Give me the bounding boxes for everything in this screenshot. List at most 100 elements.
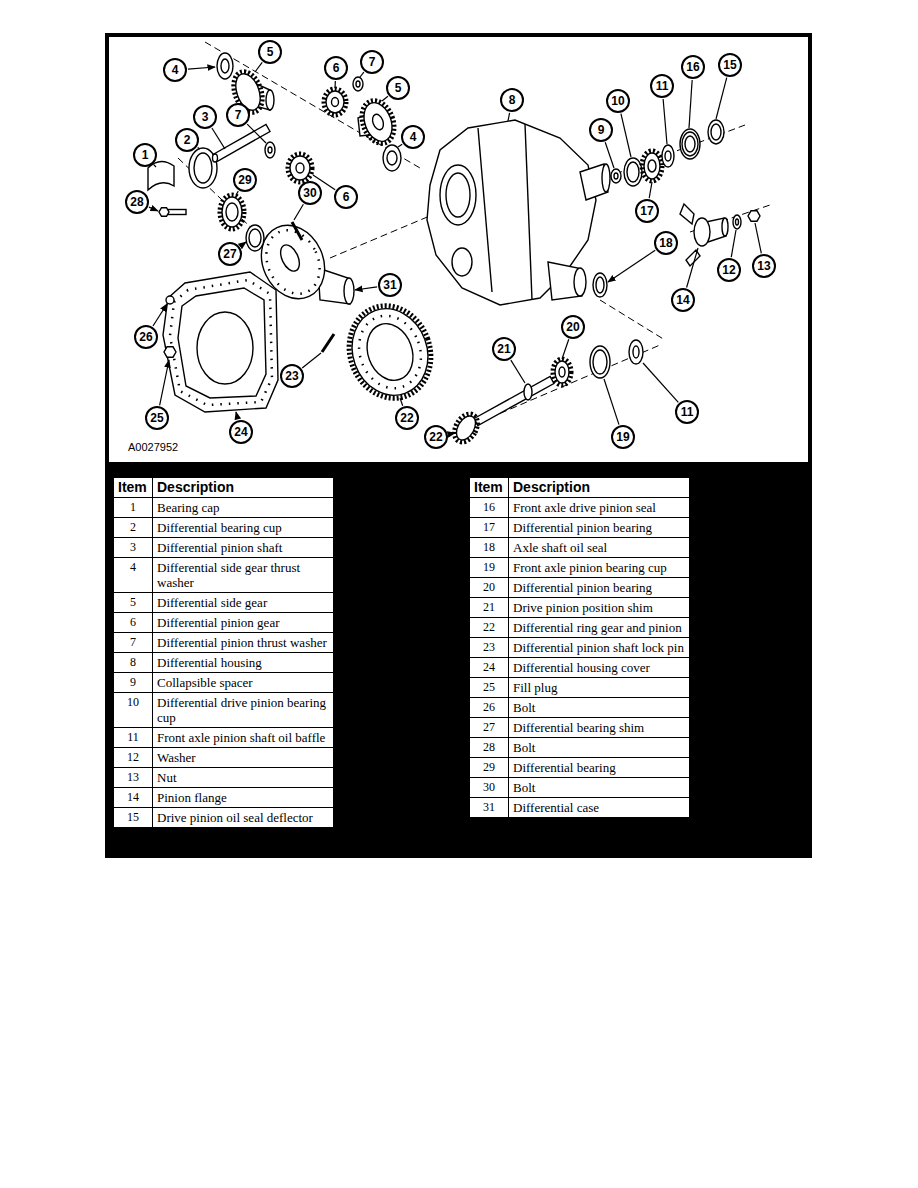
oil-baffle	[629, 340, 643, 364]
table-cell: Axle shaft oil seal	[509, 538, 690, 558]
axle-tube-end	[574, 268, 586, 296]
pinion-flange	[680, 204, 760, 266]
parts-table-grid: ItemDescription16Front axle drive pinion…	[469, 477, 690, 818]
callout-circle: 2	[175, 128, 199, 152]
case-window	[277, 242, 303, 274]
leader-line	[687, 248, 698, 288]
table-cell: 7	[114, 633, 153, 653]
housing-body	[427, 120, 596, 305]
table-row: ItemDescription	[470, 478, 690, 498]
ring-gear-body	[340, 298, 440, 406]
table-cell: 29	[470, 758, 509, 778]
table-cell: Differential housing	[153, 653, 334, 673]
pinion-bearing	[644, 153, 660, 179]
oil-baffle	[633, 346, 639, 358]
table-cell: 13	[114, 768, 153, 788]
table-cell: 4	[114, 558, 153, 593]
nut	[748, 211, 760, 221]
pinion-bearing	[559, 367, 565, 377]
case-bolt	[292, 222, 302, 240]
pinion-thrust-washer	[265, 142, 275, 158]
callout-number: 26	[139, 331, 152, 343]
ring-gear-teeth	[336, 294, 443, 410]
callout-circle: 29	[233, 168, 257, 192]
callout-number: 13	[757, 260, 770, 272]
table-cell: Bolt	[509, 738, 690, 758]
bearing-shim	[246, 225, 264, 251]
callout-circle: 3	[193, 105, 217, 129]
table-row: 19Front axle pinion bearing cup	[470, 558, 690, 578]
table-cell: Bolt	[509, 698, 690, 718]
differential-housing	[427, 120, 610, 305]
table-row: 13Nut	[114, 768, 334, 788]
cover-dome	[197, 312, 253, 384]
callout-circle: 21	[492, 337, 516, 361]
flange-face	[694, 218, 710, 246]
callout-circle: 7	[226, 103, 250, 127]
table-cell: 19	[470, 558, 509, 578]
table-cell: Collapsible spacer	[153, 673, 334, 693]
table-row: 17Differential pinion bearing	[470, 518, 690, 538]
table-row: 23Differential pinion shaft lock pin	[470, 638, 690, 658]
table-cell: 3	[114, 538, 153, 558]
callout-number: 17	[640, 205, 653, 217]
callout-circle: 24	[229, 420, 253, 444]
table-row: 16Front axle drive pinion seal	[470, 498, 690, 518]
seal-deflector	[711, 124, 721, 140]
table-row: 25Fill plug	[470, 678, 690, 698]
pinion-bearing-stack	[611, 120, 724, 186]
table-cell: 24	[470, 658, 509, 678]
table-cell: 2	[114, 518, 153, 538]
table-cell: 28	[470, 738, 509, 758]
table-cell: Bearing cap	[153, 498, 334, 518]
callout-circle: 5	[386, 76, 410, 100]
side-bearing-group	[148, 148, 264, 251]
pinion-gear-bore	[296, 163, 304, 173]
bearing-rollers	[553, 359, 571, 385]
callout-circle: 1	[133, 143, 157, 167]
pinion-seal	[682, 132, 698, 156]
flange-ear	[680, 204, 694, 224]
seal-ring	[593, 273, 607, 297]
table-cell: 1	[114, 498, 153, 518]
table-row: 1Bearing cap	[114, 498, 334, 518]
callout-number: 1	[142, 149, 149, 161]
bearing-cap	[148, 161, 174, 190]
side-gear-hub-end	[266, 90, 274, 110]
leader-line	[621, 114, 631, 157]
cover-bolt-holes	[170, 280, 272, 405]
table-row: 21Drive pinion position shim	[470, 598, 690, 618]
leader-line	[302, 353, 321, 368]
table-cell: 9	[114, 673, 153, 693]
ring-gear-bore	[359, 317, 420, 387]
table-row: 8Differential housing	[114, 653, 334, 673]
callout-number: 20	[566, 321, 579, 333]
washer	[733, 215, 741, 229]
table-cell: Differential pinion thrust washer	[153, 633, 334, 653]
pinion-shaft	[474, 377, 554, 426]
callout-number: 23	[285, 370, 298, 382]
table-cell: 27	[470, 718, 509, 738]
thrust-washer	[387, 151, 397, 165]
table-row: 28Bolt	[470, 738, 690, 758]
table-row: 27Differential bearing shim	[470, 718, 690, 738]
table-cell: Differential pinion shaft	[153, 538, 334, 558]
table-cell: Differential pinion bearing	[509, 578, 690, 598]
bearing-rollers	[642, 151, 662, 181]
leader-line	[240, 242, 246, 246]
callout-number: 28	[130, 196, 143, 208]
pinion-gear	[290, 156, 310, 180]
pinion-seal	[680, 129, 700, 159]
table-cell: 25	[470, 678, 509, 698]
table-cell: Differential pinion shaft lock pin	[509, 638, 690, 658]
callout-circle: 11	[675, 400, 699, 424]
callout-circle: 19	[611, 425, 635, 449]
dashed-line	[330, 215, 432, 258]
table-row: 20Differential pinion bearing	[470, 578, 690, 598]
table-row: 26Bolt	[470, 698, 690, 718]
housing-rib	[478, 128, 492, 292]
leader-line	[154, 165, 156, 167]
bearing-shim	[249, 229, 261, 247]
callout-circle: 13	[752, 254, 776, 278]
callout-circle: 7	[360, 50, 384, 74]
